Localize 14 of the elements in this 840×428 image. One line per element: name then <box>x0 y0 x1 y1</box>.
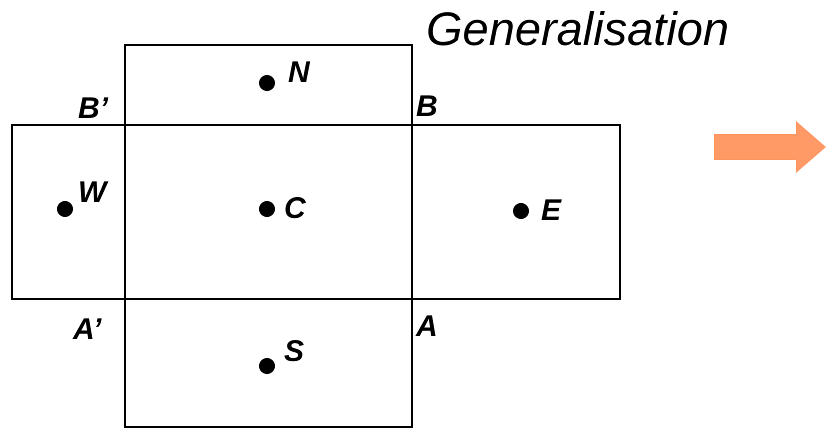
corner-label: B <box>416 90 438 124</box>
corner-label: B’ <box>78 92 108 126</box>
point-label: W <box>78 176 106 210</box>
grid-cell <box>124 44 413 126</box>
grid-cell <box>411 124 621 300</box>
point-label: C <box>284 192 306 226</box>
corner-label: A <box>416 310 438 344</box>
grid-cell <box>124 298 413 428</box>
grid-cell <box>11 124 126 300</box>
title: Generalisation <box>426 2 730 56</box>
corner-label: A’ <box>73 313 102 347</box>
point-label: E <box>541 194 562 228</box>
point-label: N <box>288 56 310 90</box>
point-label: S <box>284 335 304 369</box>
